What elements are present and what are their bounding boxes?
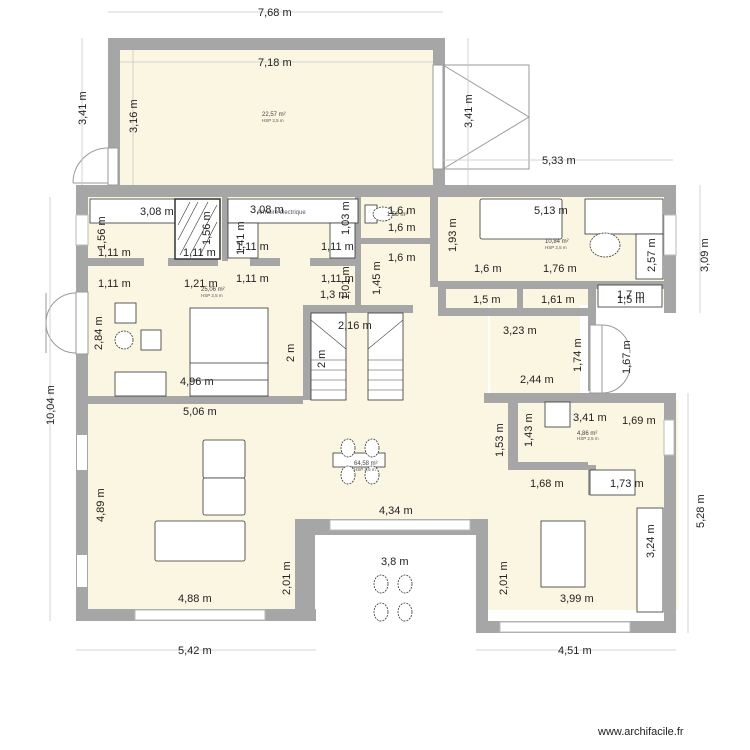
dim-bath-h: 1,56 m (96, 216, 108, 250)
area-office: 10,84 m² (545, 239, 569, 245)
hsp-laundry: HSP 2,5 m (577, 436, 599, 441)
hsp-living: HSP 2,5 m (354, 467, 376, 472)
dim-closet-w: 3,08 m (250, 204, 284, 216)
dim-terrace-w: 4,34 m (379, 505, 413, 517)
dim-stair-w: 2,16 m (338, 320, 372, 332)
dim-carport-h: 3,41 m (463, 94, 475, 128)
dim-office-d1: 1,6 m (474, 263, 502, 275)
window (663, 214, 677, 256)
dim-kitchen-w: 3,99 m (560, 593, 594, 605)
dim-13: 1,3 m (320, 289, 348, 301)
dim-corr-w: 3,23 m (503, 325, 537, 337)
area-garage: 22,57 m² (262, 112, 286, 118)
dim-hall-h: 1,45 m (371, 261, 383, 295)
dim-bottom-right: 4,51 m (558, 645, 592, 657)
dim-door-h: 1,67 m (621, 340, 633, 374)
garage-door (72, 147, 119, 186)
dim-111-d: 1,11 m (321, 241, 354, 253)
dim-shower-h: 1,56 m (201, 211, 213, 245)
dim-111-e: 1,11 m (98, 278, 131, 290)
dim-living-bottom: 4,88 m (178, 593, 212, 605)
dim-kitchen-d1: 1,68 m (530, 478, 564, 490)
dim-living-top-w: 5,06 m (183, 406, 217, 418)
dim-bedroom-h: 2,84 m (93, 316, 105, 350)
dim-111-c: 1,11 m (236, 241, 269, 253)
dim-store3a: 1,5 m (617, 294, 645, 306)
dim-store2: 1,61 m (541, 294, 575, 306)
area-living: 64,58 m² (354, 461, 378, 467)
dimension-lines (49, 11, 701, 651)
shower-hatch (177, 201, 218, 256)
hsp-bedroom: HSP 2,5 m (201, 293, 223, 298)
watermark[interactable]: www.archifacile.fr (598, 726, 684, 738)
dim-stair-h1: 2 m (285, 344, 297, 362)
stair-treads (310, 319, 404, 391)
dim-closet-h2: 1,03 m (340, 201, 352, 235)
dim-closet-h1: 1,41 m (235, 221, 247, 255)
dim-garage-inner-h: 3,16 m (128, 99, 140, 133)
dim-garage-width: 7,18 m (258, 57, 292, 69)
dim-111-g: 1,11 m (321, 273, 354, 285)
dim-wc-w1: 1,6 m (388, 205, 416, 217)
dim-hall-w: 1,6 m (388, 252, 416, 264)
dim-carport-offset: 5,33 m (542, 155, 576, 167)
dim-201-b: 2,01 m (498, 561, 510, 595)
dim-right-outer-h: 3,09 m (699, 238, 711, 272)
window (329, 519, 471, 531)
area-laundry: 4,86 m² (577, 431, 597, 437)
dim-111-f: 1,11 m (236, 273, 269, 285)
dim-bedroom-w: 4,96 m (180, 376, 214, 388)
hsp-office: HSP 2,5 m (545, 245, 567, 250)
dim-kitchen-d2: 1,73 m (610, 478, 644, 490)
closet-label: Armoire électrique (257, 210, 306, 216)
dim-store1: 1,5 m (473, 294, 501, 306)
dim-corr-w2: 2,44 m (520, 374, 554, 386)
dim-office-h: 1,93 m (447, 218, 459, 252)
dim-laundry-outer-h: 1,53 m (494, 423, 506, 457)
carport (432, 64, 530, 170)
dimension-labels: 7,68 m 7,18 m 3,41 m 3,16 m 3,41 m 5,33 … (45, 7, 711, 657)
dim-total-left-h: 10,04 m (45, 385, 57, 425)
dim-office-d2: 1,76 m (543, 263, 577, 275)
dim-store3b: 1,7 m (617, 289, 645, 301)
dim-living-h: 4,89 m (95, 488, 107, 522)
dim-laundry-w2: 1,69 m (622, 415, 656, 427)
area-bedroom: 25,06 m² (201, 287, 225, 293)
dim-top-total: 7,68 m (258, 7, 292, 19)
dim-201-a: 2,01 m (281, 561, 293, 595)
dim-wc-w2: 1,6 m (388, 222, 416, 234)
dim-office-right-h: 2,57 m (646, 238, 658, 272)
dim-laundry-w: 3,41 m (573, 412, 607, 424)
window (134, 609, 266, 621)
left-double-door (45, 291, 89, 355)
window (77, 555, 87, 587)
dim-terrace-inner: 3,8 m (381, 556, 409, 568)
area-labels: 22,57 m² HSP 2,5 m 25,06 m² HSP 2,5 m 1,… (201, 112, 599, 472)
dim-111-a: 1,11 m (98, 247, 131, 259)
dim-bath-w: 3,08 m (140, 206, 174, 218)
dim-101: 1,01 m (340, 266, 352, 300)
dim-office-w: 5,13 m (534, 205, 568, 217)
dim-garage-outer-h: 3,41 m (77, 91, 89, 125)
hsp-garage: HSP 2,5 m (262, 118, 284, 123)
area-wc: 1,56 m² (387, 212, 407, 218)
furniture (89, 198, 664, 622)
dim-bottom-left: 5,42 m (178, 645, 212, 657)
right-double-door (589, 324, 631, 394)
window (663, 419, 675, 456)
dim-laundry-h: 1,43 m (523, 413, 535, 447)
window (77, 435, 87, 470)
window (75, 214, 89, 246)
window (499, 621, 631, 633)
dim-111-b: 1,11 m (183, 247, 216, 259)
dim-right-h: 5,28 m (695, 494, 707, 528)
dim-121: 1,21 m (184, 278, 218, 290)
dim-stair-h2: 2 m (316, 350, 328, 368)
dim-corr-h: 1,74 m (572, 338, 584, 372)
dim-kitchen-counter: 3,24 m (645, 524, 657, 558)
